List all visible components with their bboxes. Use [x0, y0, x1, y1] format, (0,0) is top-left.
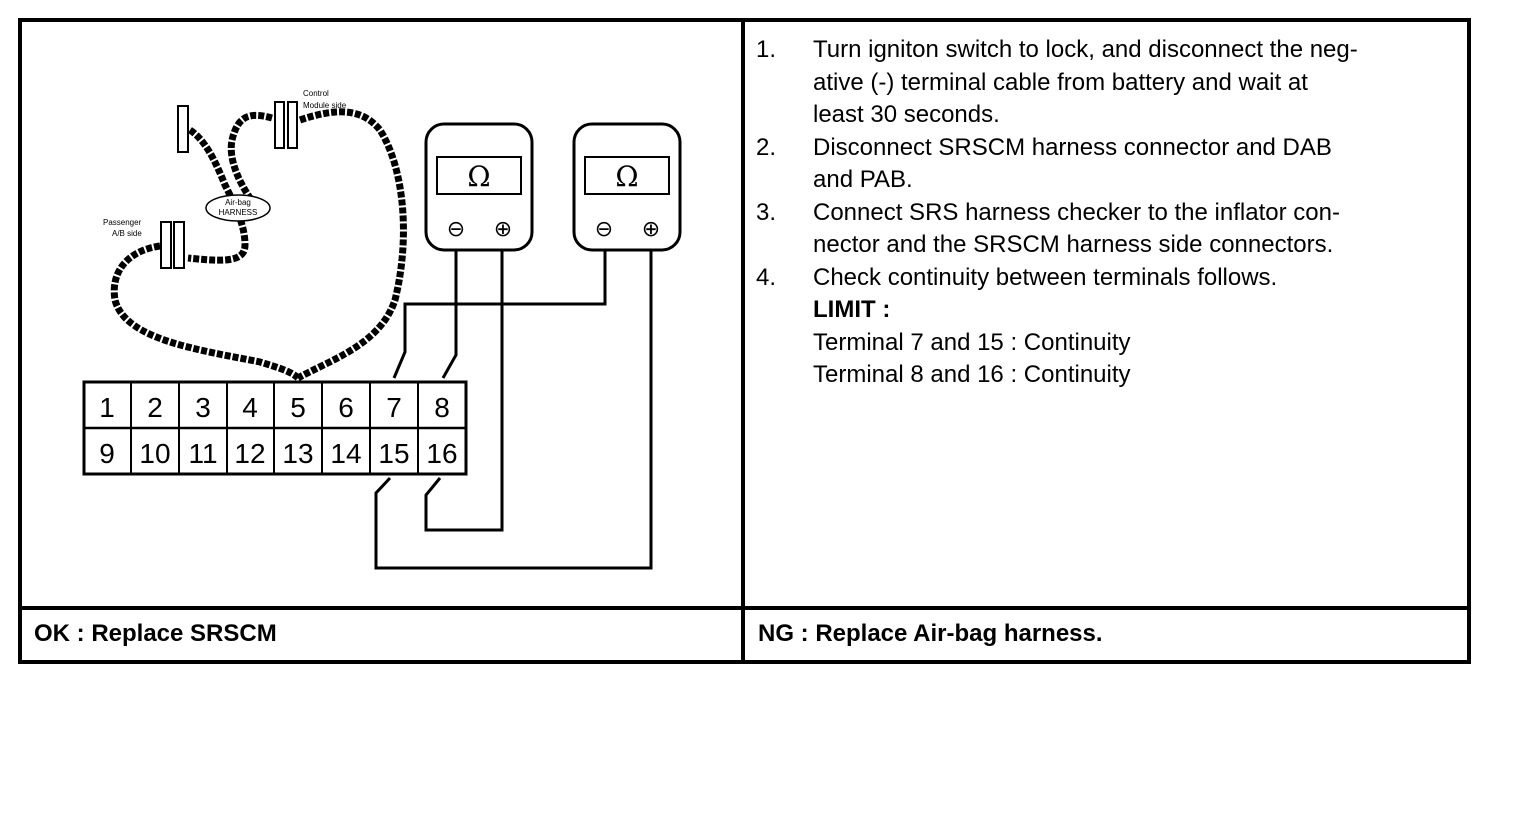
pin-label: 4	[242, 392, 258, 423]
step-line: Turn igniton switch to lock, and disconn…	[813, 36, 1358, 63]
limit-row: Terminal 7 and 15 : Continuity	[813, 328, 1131, 356]
connector-bottom-row: 9 10 11 12 13 14 15 16	[99, 438, 457, 469]
ok-result: OK : Replace SRSCM	[34, 620, 277, 647]
control-module-connector-icon	[274, 101, 298, 149]
pin-label: 11	[188, 438, 217, 469]
ohm-icon: Ω	[615, 160, 638, 193]
pin-label: 2	[147, 392, 163, 423]
pin-label: 5	[290, 392, 306, 423]
minus-terminal-icon: ⊖	[595, 217, 613, 242]
procedure-steps: 1. Turn igniton switch to lock, and disc…	[756, 34, 1456, 392]
ohmmeter-2: Ω ⊖ ⊕	[572, 122, 682, 252]
connector-top-row: 1 2 3 4 5 6 7 8	[99, 392, 450, 423]
pin-label: 15	[378, 438, 409, 469]
plus-terminal-icon: ⊕	[494, 217, 512, 242]
step-number: 2.	[756, 133, 777, 161]
step-2: 2. Disconnect SRSCM harness connector an…	[756, 132, 1456, 197]
pin-label: 16	[426, 438, 457, 469]
minus-terminal-icon: ⊖	[447, 217, 465, 242]
airbag-harness-label-line1: Air-bag	[225, 198, 251, 207]
step-line: nector and the SRSCM harness side connec…	[813, 231, 1334, 258]
passenger-label-line1: Passenger	[103, 218, 142, 227]
step-4: 4. Check continuity between terminals fo…	[756, 262, 1456, 295]
pin-label: 1	[99, 392, 115, 423]
pin-label: 9	[99, 438, 115, 469]
step-number: 1.	[756, 36, 777, 63]
step-number: 4.	[756, 263, 777, 291]
limit-block: LIMIT : Terminal 7 and 15 : Continuity T…	[756, 294, 1456, 392]
step-number: 3.	[756, 198, 777, 226]
pin-label: 8	[434, 392, 450, 423]
ohm-icon: Ω	[467, 160, 490, 193]
srscm-connector	[82, 380, 468, 476]
test-leads	[374, 250, 653, 570]
airbag-harness-label-line2: HARNESS	[219, 208, 258, 217]
limit-label: LIMIT :	[813, 296, 891, 323]
pin-label: 12	[234, 438, 265, 469]
step-line: Disconnect SRSCM harness connector and D…	[813, 133, 1332, 161]
connector-stub-icon	[177, 105, 189, 153]
ohmmeter-1: Ω ⊖ ⊕	[424, 122, 534, 252]
passenger-label-line2: A/B side	[112, 229, 142, 238]
ng-result: NG : Replace Air-bag harness.	[758, 620, 1103, 647]
airbag-harness-tag	[205, 194, 271, 222]
airbag-harness-cables	[110, 108, 407, 382]
limit-row: Terminal 8 and 16 : Continuity	[813, 361, 1131, 388]
passenger-ab-connector-icon	[160, 221, 185, 269]
plus-terminal-icon: ⊕	[642, 217, 660, 242]
step-3: 3. Connect SRS harness checker to the in…	[756, 197, 1456, 262]
step-line: ative (-) terminal cable from battery an…	[813, 68, 1308, 96]
control-module-label-line2: Module side	[303, 101, 347, 110]
step-1: 1. Turn igniton switch to lock, and disc…	[756, 34, 1456, 132]
step-line: Check continuity between terminals follo…	[813, 263, 1278, 291]
step-line: and PAB.	[813, 166, 913, 193]
control-module-label-line1: Control	[303, 89, 329, 98]
pin-label: 13	[282, 438, 313, 469]
pin-label: 7	[386, 392, 402, 423]
step-line: Connect SRS harness checker to the infla…	[813, 198, 1340, 226]
pin-label: 3	[195, 392, 211, 423]
step-line: least 30 seconds.	[813, 101, 1000, 128]
pin-label: 6	[338, 392, 354, 423]
pin-label: 10	[139, 438, 170, 469]
pin-label: 14	[330, 438, 361, 469]
